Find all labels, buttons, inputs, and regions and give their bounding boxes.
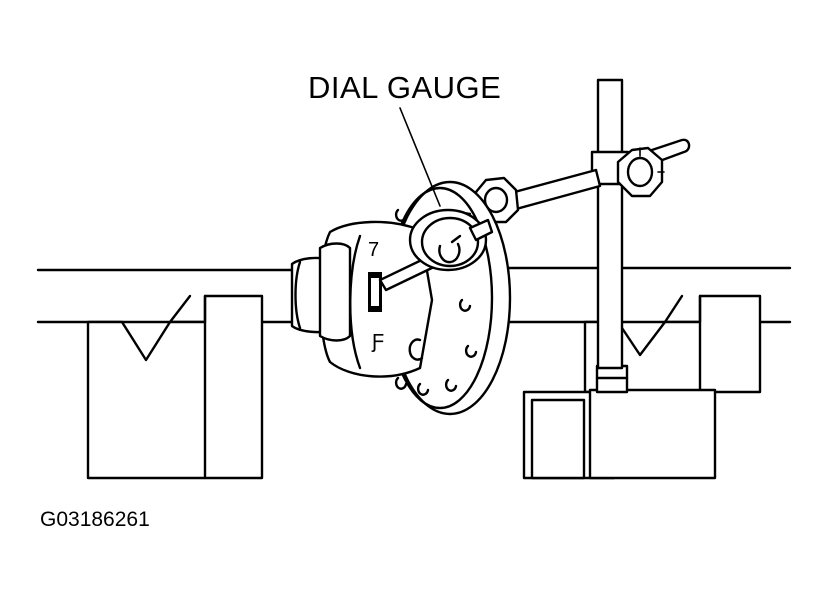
- v-block-left: [86, 294, 264, 480]
- magnetic-base: [522, 364, 717, 480]
- callout-label: DIAL GAUGE: [308, 70, 502, 105]
- casting-mark: 7: [368, 239, 379, 261]
- casting-mark: Ƒ: [371, 331, 384, 353]
- callout-leader-line: [399, 107, 441, 207]
- dial-gauge: [408, 208, 494, 272]
- axle-collar: [290, 242, 352, 342]
- carrier-slot-inner: [371, 278, 379, 306]
- stand-post: [590, 78, 630, 370]
- stand-clamp-knob: [616, 146, 665, 198]
- figure-id: G03186261: [40, 508, 150, 531]
